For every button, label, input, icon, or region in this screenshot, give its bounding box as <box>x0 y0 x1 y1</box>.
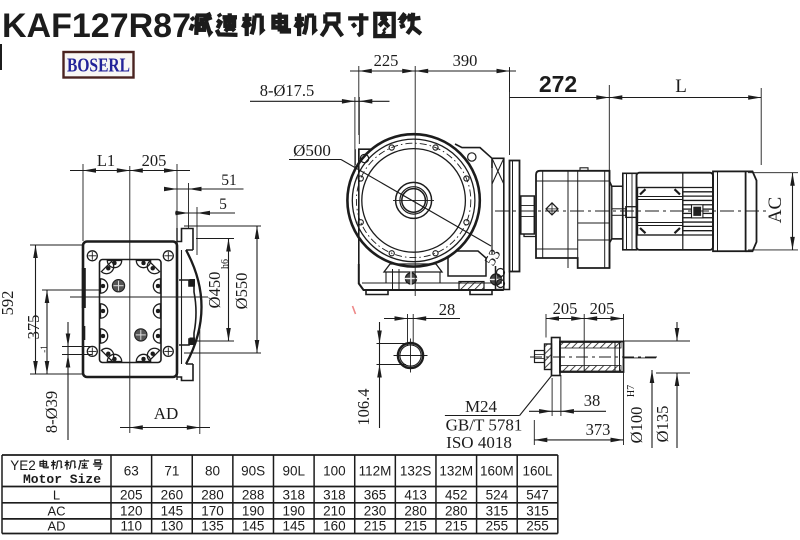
svg-text:YE2: YE2 <box>10 458 36 473</box>
svg-text:Ø550: Ø550 <box>232 273 251 310</box>
svg-text:210: 210 <box>323 504 346 519</box>
svg-text:Ø100: Ø100 <box>627 407 646 444</box>
svg-text:390: 390 <box>453 51 478 70</box>
svg-text:315: 315 <box>486 504 509 519</box>
svg-text:260: 260 <box>161 488 184 503</box>
svg-text:90L: 90L <box>283 464 306 479</box>
svg-text:-1: -1 <box>39 345 49 353</box>
svg-text:230: 230 <box>364 504 387 519</box>
svg-text:100: 100 <box>323 464 346 479</box>
svg-text:225: 225 <box>374 51 399 70</box>
svg-text:375: 375 <box>24 315 43 340</box>
svg-text:71: 71 <box>164 464 179 479</box>
svg-text:BOSERL: BOSERL <box>67 56 130 77</box>
svg-text:28: 28 <box>439 300 456 319</box>
svg-text:215: 215 <box>364 519 387 534</box>
svg-text:205: 205 <box>120 488 143 503</box>
svg-text:215: 215 <box>445 519 468 534</box>
svg-text:Ø135: Ø135 <box>653 406 672 443</box>
svg-text:272: 272 <box>539 71 577 97</box>
svg-text:Ø500: Ø500 <box>293 141 331 160</box>
svg-text:205: 205 <box>590 299 615 318</box>
svg-text:M24: M24 <box>465 397 498 416</box>
svg-text:318: 318 <box>283 488 306 503</box>
svg-text:145: 145 <box>283 519 306 534</box>
svg-text:160: 160 <box>323 519 346 534</box>
svg-text:280: 280 <box>404 504 427 519</box>
svg-text:160L: 160L <box>522 464 553 479</box>
svg-text:38: 38 <box>584 391 601 410</box>
svg-text:145: 145 <box>161 504 184 519</box>
svg-text:130: 130 <box>161 519 184 534</box>
svg-text:452: 452 <box>445 488 468 503</box>
svg-text:255: 255 <box>526 519 549 534</box>
svg-text:373: 373 <box>586 420 611 439</box>
svg-text:205: 205 <box>142 151 167 170</box>
svg-text:AC: AC <box>47 504 65 519</box>
svg-text:547: 547 <box>526 488 549 503</box>
svg-text:160M: 160M <box>480 464 514 479</box>
svg-text:h6: h6 <box>220 259 231 269</box>
svg-text:190: 190 <box>283 504 306 519</box>
svg-text:413: 413 <box>404 488 427 503</box>
svg-text:288: 288 <box>242 488 265 503</box>
svg-text:215: 215 <box>404 519 427 534</box>
svg-text:145: 145 <box>242 519 265 534</box>
svg-text:L: L <box>675 76 687 97</box>
svg-text:H7: H7 <box>626 385 637 397</box>
svg-text:KAF127R87: KAF127R87 <box>2 7 191 45</box>
svg-text:280: 280 <box>445 504 468 519</box>
svg-text:90S: 90S <box>241 464 265 479</box>
svg-text:53: 53 <box>482 247 505 269</box>
svg-text:318: 318 <box>323 488 346 503</box>
svg-text:110: 110 <box>121 519 143 534</box>
svg-text:Motor Size: Motor Size <box>23 472 101 487</box>
svg-text:ISO 4018: ISO 4018 <box>446 433 512 452</box>
svg-text:132M: 132M <box>439 464 473 479</box>
svg-text:255: 255 <box>486 519 509 534</box>
svg-text:51: 51 <box>221 172 237 189</box>
svg-text:135: 135 <box>201 519 224 534</box>
svg-text:Ø450: Ø450 <box>205 272 224 309</box>
svg-text:112M: 112M <box>359 464 392 479</box>
svg-text:120: 120 <box>120 504 143 519</box>
svg-text:132S: 132S <box>400 464 432 479</box>
svg-text:AC: AC <box>765 197 786 223</box>
svg-text:63: 63 <box>124 464 139 479</box>
svg-text:190: 190 <box>242 504 265 519</box>
svg-text:280: 280 <box>201 488 224 503</box>
svg-text:8-Ø39: 8-Ø39 <box>42 391 61 433</box>
svg-text:L1: L1 <box>97 151 115 170</box>
svg-text:106.4: 106.4 <box>354 388 373 425</box>
svg-text:315: 315 <box>526 504 549 519</box>
svg-text:524: 524 <box>486 488 509 503</box>
svg-text:592: 592 <box>0 291 17 316</box>
svg-text:170: 170 <box>201 504 224 519</box>
svg-text:L: L <box>53 488 60 503</box>
svg-text:205: 205 <box>553 299 578 318</box>
svg-text:80: 80 <box>205 464 220 479</box>
svg-text:365: 365 <box>364 488 387 503</box>
svg-text:AD: AD <box>47 519 65 534</box>
svg-text:GB/T 5781: GB/T 5781 <box>446 416 523 435</box>
svg-text:5: 5 <box>219 196 227 213</box>
svg-text:AD: AD <box>154 404 179 423</box>
svg-text:8-Ø17.5: 8-Ø17.5 <box>260 81 315 100</box>
